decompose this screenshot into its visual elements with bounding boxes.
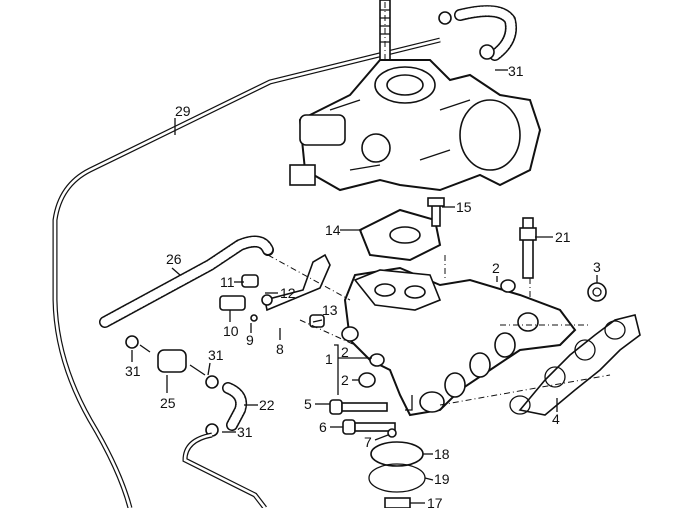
- callout-14: 14: [325, 222, 341, 238]
- manifold-gasket-4: [509, 314, 641, 416]
- callout-22: 22: [259, 397, 275, 413]
- callout-6: 6: [319, 419, 327, 435]
- seal-ring-18: [370, 441, 424, 467]
- hose-top: [438, 5, 517, 61]
- plug-2b: [358, 372, 376, 388]
- callout-4: 4: [552, 411, 560, 427]
- callout-31-left: 31: [125, 363, 141, 379]
- bracket-8: [219, 253, 331, 328]
- callout-17: 17: [427, 495, 443, 508]
- hose-22: [205, 375, 248, 437]
- callout-2-low: 2: [341, 372, 349, 388]
- intake-manifold: [343, 266, 577, 417]
- callout-9: 9: [246, 332, 254, 348]
- callout-8: 8: [276, 341, 284, 357]
- callout-26: 26: [166, 251, 182, 267]
- throttle-body: [289, 59, 542, 192]
- callout-2-top: 2: [492, 260, 500, 276]
- washer-7: [387, 428, 397, 438]
- valve-25: [125, 335, 206, 376]
- callout-18: 18: [434, 446, 450, 462]
- nut-3: [587, 282, 607, 302]
- plug-2a: [341, 326, 359, 342]
- callout-3: 3: [593, 259, 601, 275]
- callout-15: 15: [456, 199, 472, 215]
- vacuum-pipe-29: [52, 37, 441, 508]
- callout-21: 21: [555, 229, 571, 245]
- leader-lines: [131, 69, 598, 504]
- callout-7: 7: [364, 434, 372, 450]
- callout-19: 19: [434, 471, 450, 487]
- hose-26: [99, 235, 274, 328]
- callout-2-mid: 2: [341, 344, 349, 360]
- bolt-5: [329, 399, 388, 415]
- callout-10: 10: [223, 323, 239, 339]
- callout-1: 1: [325, 351, 333, 367]
- callout-31-low: 31: [237, 424, 253, 440]
- callout-12: 12: [280, 285, 296, 301]
- part-17: [384, 497, 411, 508]
- sensor-21: [519, 217, 537, 279]
- callout-31-mid: 31: [208, 347, 224, 363]
- callout-25: 25: [160, 395, 176, 411]
- callout-11: 11: [220, 274, 235, 290]
- callout-13: 13: [322, 302, 338, 318]
- seal-19: [368, 463, 426, 493]
- plug-2c: [369, 353, 385, 367]
- callout-labels: 29 31 15 14 21 26 11 12 13 10 9 8 2 3 1 …: [125, 63, 601, 508]
- callout-31-top: 31: [508, 63, 524, 79]
- callout-5: 5: [304, 396, 312, 412]
- plug-2-top: [500, 279, 516, 293]
- vacuum-pipe-lower: [182, 432, 267, 508]
- alignment-lines: [267, 0, 611, 406]
- callout-29: 29: [175, 103, 191, 119]
- intermediate-flange-14: [358, 197, 445, 262]
- bolt-6: [342, 419, 396, 435]
